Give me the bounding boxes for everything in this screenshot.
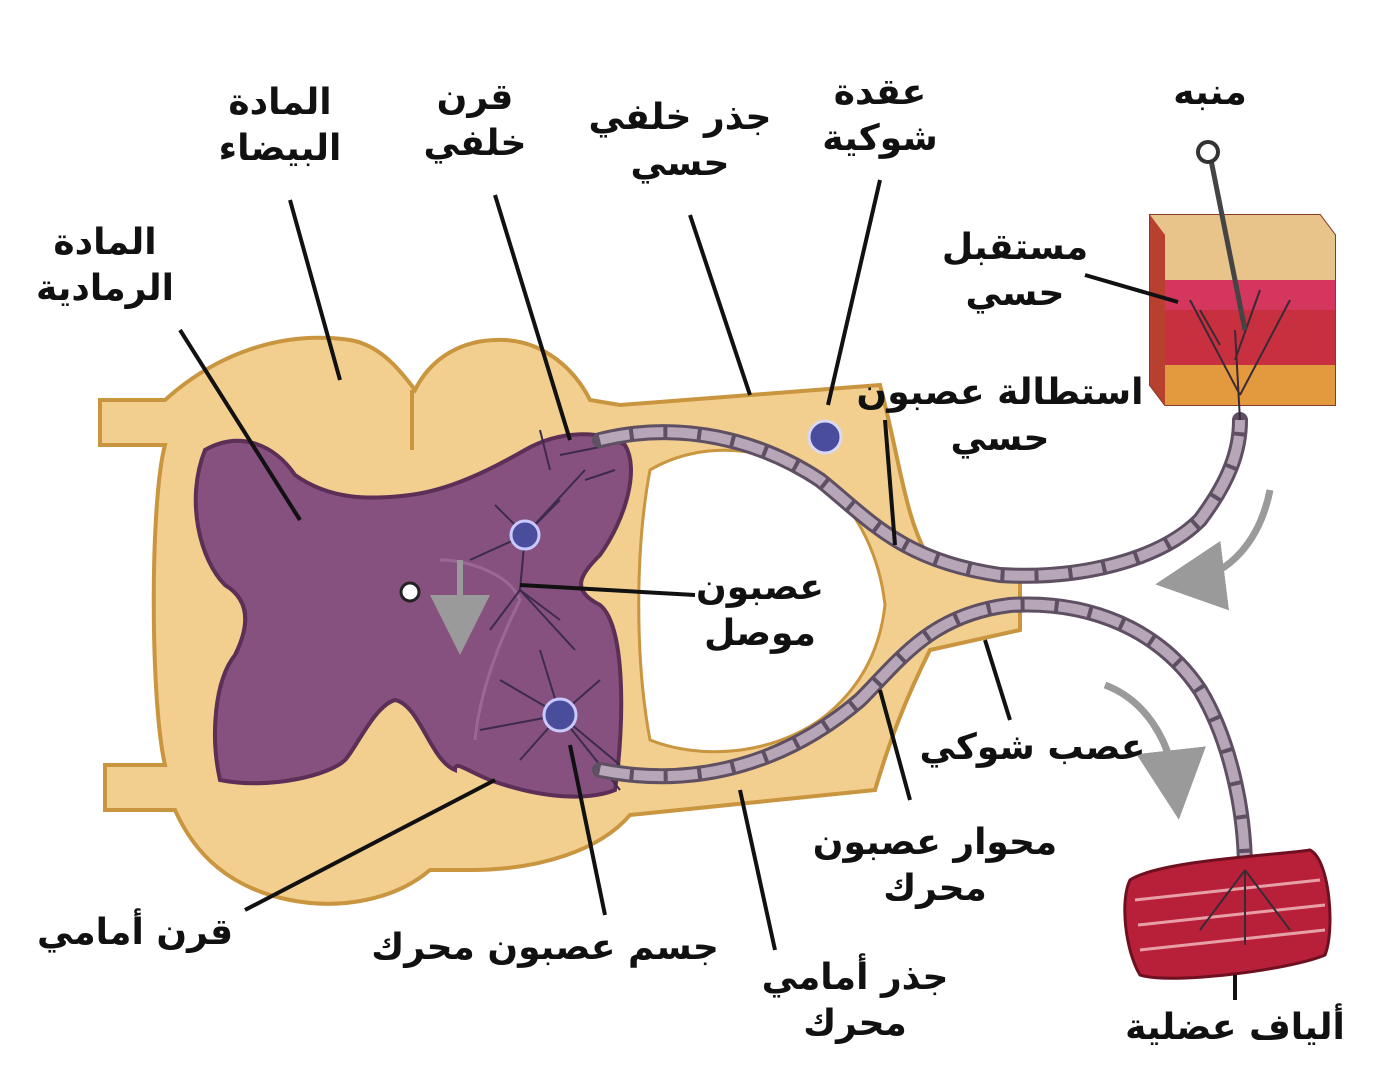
label-spinal-ganglion-line2: شوكية [822, 118, 938, 159]
label-ventral-horn: قرن أمامي [30, 910, 240, 956]
label-muscle-fibers: ألياف عضلية [1110, 1005, 1360, 1051]
interneuron-body [509, 519, 541, 551]
label-ventral-root-line1: جذر أمامي [761, 957, 949, 998]
label-stimulus-line1: منبه [1173, 72, 1247, 113]
neurons [469, 429, 621, 791]
sensory-direction-arrow [1155, 489, 1274, 611]
motor-fiber [592, 596, 1253, 878]
label-dorsal-root: جذر خلفي حسي [575, 95, 785, 187]
label-dorsal-horn: قرن خلفي [410, 75, 540, 167]
label-motor-axon-line1: محوار عصبون [812, 822, 1058, 863]
label-interneuron-line2: موصل [704, 613, 816, 654]
label-spinal-nerve: عصب شوكي [915, 725, 1150, 771]
label-interneuron-line1: عصبون [695, 567, 825, 608]
label-motor-axon-line2: محرك [883, 868, 987, 909]
motor-neuron-body [542, 697, 578, 733]
label-ventral-root-line2: محرك [803, 1003, 907, 1044]
motor-direction-arrow [1103, 681, 1206, 820]
label-dorsal-root-line1: جذر خلفي [588, 97, 772, 138]
label-spinal-nerve-line1: عصب شوكي [919, 727, 1146, 768]
label-sensory-receptor-line2: حسي [965, 273, 1065, 314]
ganglion-cell [807, 419, 843, 455]
label-motor-axon: محوار عصبون محرك [795, 820, 1075, 912]
label-dorsal-root-line2: حسي [630, 143, 730, 184]
leader-lines [178, 179, 1237, 1000]
label-sensory-receptor: مستقبل حسي [935, 225, 1095, 317]
label-sensory-axon: استطالة عصبون حسي [855, 370, 1145, 462]
label-gray-matter-line1: المادة [53, 222, 157, 263]
label-motor-cell-body-line1: جسم عصبون محرك [371, 927, 719, 968]
label-interneuron: عصبون موصل [690, 565, 830, 657]
label-gray-matter-line2: الرمادية [36, 268, 174, 309]
muscle-bundle [1123, 848, 1332, 980]
central-canal [399, 581, 421, 603]
label-sensory-axon-line2: حسي [950, 418, 1050, 459]
label-stimulus: منبه [1150, 70, 1270, 116]
sensory-fiber [592, 412, 1248, 584]
label-sensory-axon-line1: استطالة عصبون [856, 372, 1144, 413]
label-white-matter-line1: المادة [228, 82, 332, 123]
label-motor-cell-body: جسم عصبون محرك [360, 925, 730, 971]
label-spinal-ganglion-line1: عقدة [833, 72, 927, 113]
label-sensory-receptor-line1: مستقبل [941, 227, 1089, 268]
label-dorsal-horn-line2: خلفي [423, 123, 527, 164]
stimulus-pin [1196, 140, 1248, 331]
label-white-matter: المادة البيضاء [190, 80, 370, 172]
label-spinal-ganglion: عقدة شوكية [800, 70, 960, 162]
label-ventral-horn-line1: قرن أمامي [36, 912, 234, 953]
label-dorsal-horn-line1: قرن [436, 77, 514, 118]
label-muscle-fibers-line1: ألياف عضلية [1125, 1007, 1345, 1048]
label-ventral-root: جذر أمامي محرك [745, 955, 965, 1047]
label-gray-matter: المادة الرمادية [20, 220, 190, 312]
label-white-matter-line2: البيضاء [218, 128, 342, 169]
